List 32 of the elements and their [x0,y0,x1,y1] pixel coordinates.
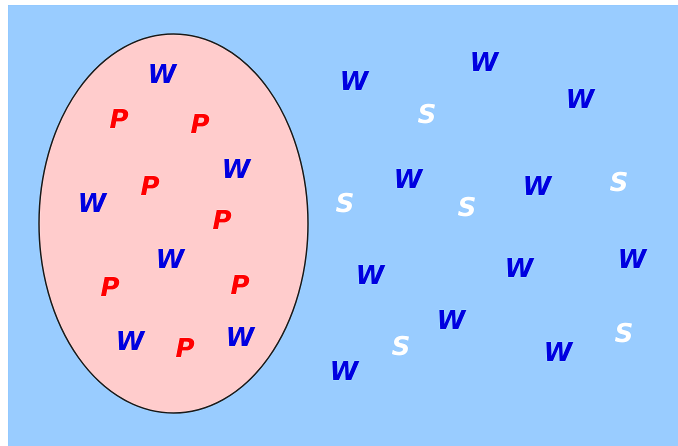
letter: P [230,273,250,299]
letter: W [148,62,176,88]
letter: W [522,174,552,200]
letter: W [226,325,254,351]
letter: W [470,50,498,76]
letter: P [212,208,232,234]
letter: W [504,256,534,282]
letter: W [156,247,184,273]
letter: W [618,247,646,273]
letter: W [330,359,358,385]
letter: W [78,191,106,217]
letter: P [140,174,160,200]
letter: P [175,336,195,362]
letter: P [190,112,210,138]
letter: W [222,157,250,183]
letter: W [544,340,572,366]
letter: S [418,102,436,128]
ellipse [38,33,309,414]
letter: W [116,329,144,355]
letter: W [340,69,368,95]
letter: W [356,263,384,289]
letter: S [336,191,354,217]
letter: P [100,275,120,301]
background-panel [8,5,678,446]
letter: W [394,167,422,193]
letter: S [610,170,628,196]
letter: S [458,195,476,221]
letter: W [436,308,466,334]
letter: W [566,87,594,113]
letter: P [109,107,129,133]
letter: S [392,334,410,360]
letter: S [614,321,634,347]
